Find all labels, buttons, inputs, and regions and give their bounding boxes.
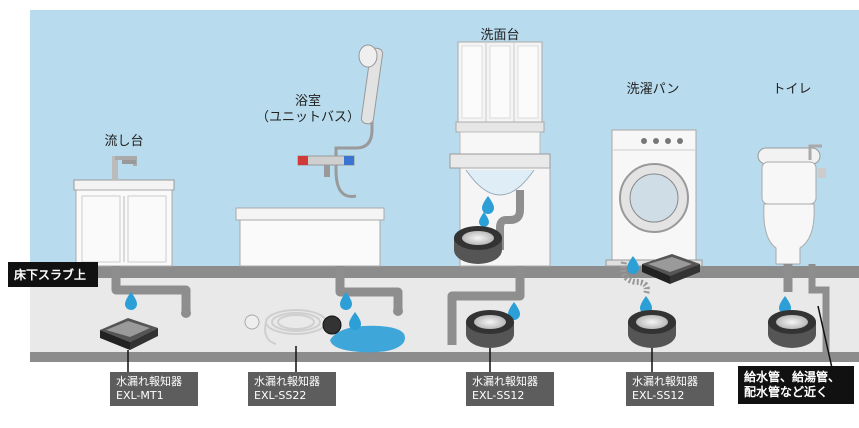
sensor-drum-washbasin [454,226,502,264]
washer-hose [620,261,650,295]
bath-drain-pipe [335,266,403,310]
kitchen-sink [73,156,175,267]
floor-slab [30,266,859,278]
caption-exl-ss22: 水漏れ報知器 EXL-SS22 [248,372,336,406]
washing-machine [605,129,703,267]
label-bath-line2: （ユニットバス） [255,110,360,125]
label-bath: 浴室 （ユニットバス） [248,94,368,126]
caption-model: EXL-MT1 [116,389,164,402]
label-sink: 流し台 [104,134,144,149]
caption-model: EXL-SS22 [254,389,307,402]
water-drop [508,302,520,320]
water-drop [627,256,639,274]
caption-leaders [127,305,833,372]
sensor-drum-washer [628,310,676,348]
note-pipes: 給水管、給湯管、 配水管など近く [738,366,854,404]
washbasin-underfloor-pipe [447,266,525,345]
label-washer: 洗濯パン [626,82,680,97]
label-floor: 床下スラブ上 [8,262,98,287]
caption-model: EXL-SS12 [472,389,525,402]
water-drops [125,196,791,330]
water-drop [349,312,361,330]
water-drop [640,296,652,314]
label-bath-line1: 浴室 [294,94,321,109]
label-washbasin: 洗面台 [480,28,520,43]
note-line1: 給水管、給湯管、 [744,370,841,384]
water-drop [779,296,791,314]
water-drop [125,292,137,310]
caption-title: 水漏れ報知器 [254,375,320,388]
sensor-drum-washbasin-floor [466,310,514,348]
sink-drain-pipe [111,266,191,312]
water-puddle [330,325,405,353]
bottom-slab [30,352,859,362]
water-drop [340,292,352,310]
washbasin-drain-pipe [496,190,524,250]
caption-title: 水漏れ報知器 [472,375,538,388]
caption-title: 水漏れ報知器 [116,375,182,388]
caption-title: 水漏れ報知器 [632,375,698,388]
sensor-box-washer [642,254,700,284]
unit-bath [235,44,385,267]
toilet [757,144,826,265]
label-toilet: トイレ [772,82,812,97]
toilet-pipe-2 [808,264,830,352]
caption-exl-ss12-a: 水漏れ報知器 EXL-SS12 [466,372,554,406]
water-drop [482,196,494,214]
note-line2: 配水管など近く [744,385,829,399]
sensor-exl-mt1 [100,318,158,350]
caption-exl-ss12-b: 水漏れ報知器 EXL-SS12 [626,372,714,406]
sensor-drum-toilet [768,310,816,348]
caption-model: EXL-SS12 [632,389,685,402]
water-drop [479,212,489,227]
caption-exl-mt1: 水漏れ報知器 EXL-MT1 [110,372,198,406]
